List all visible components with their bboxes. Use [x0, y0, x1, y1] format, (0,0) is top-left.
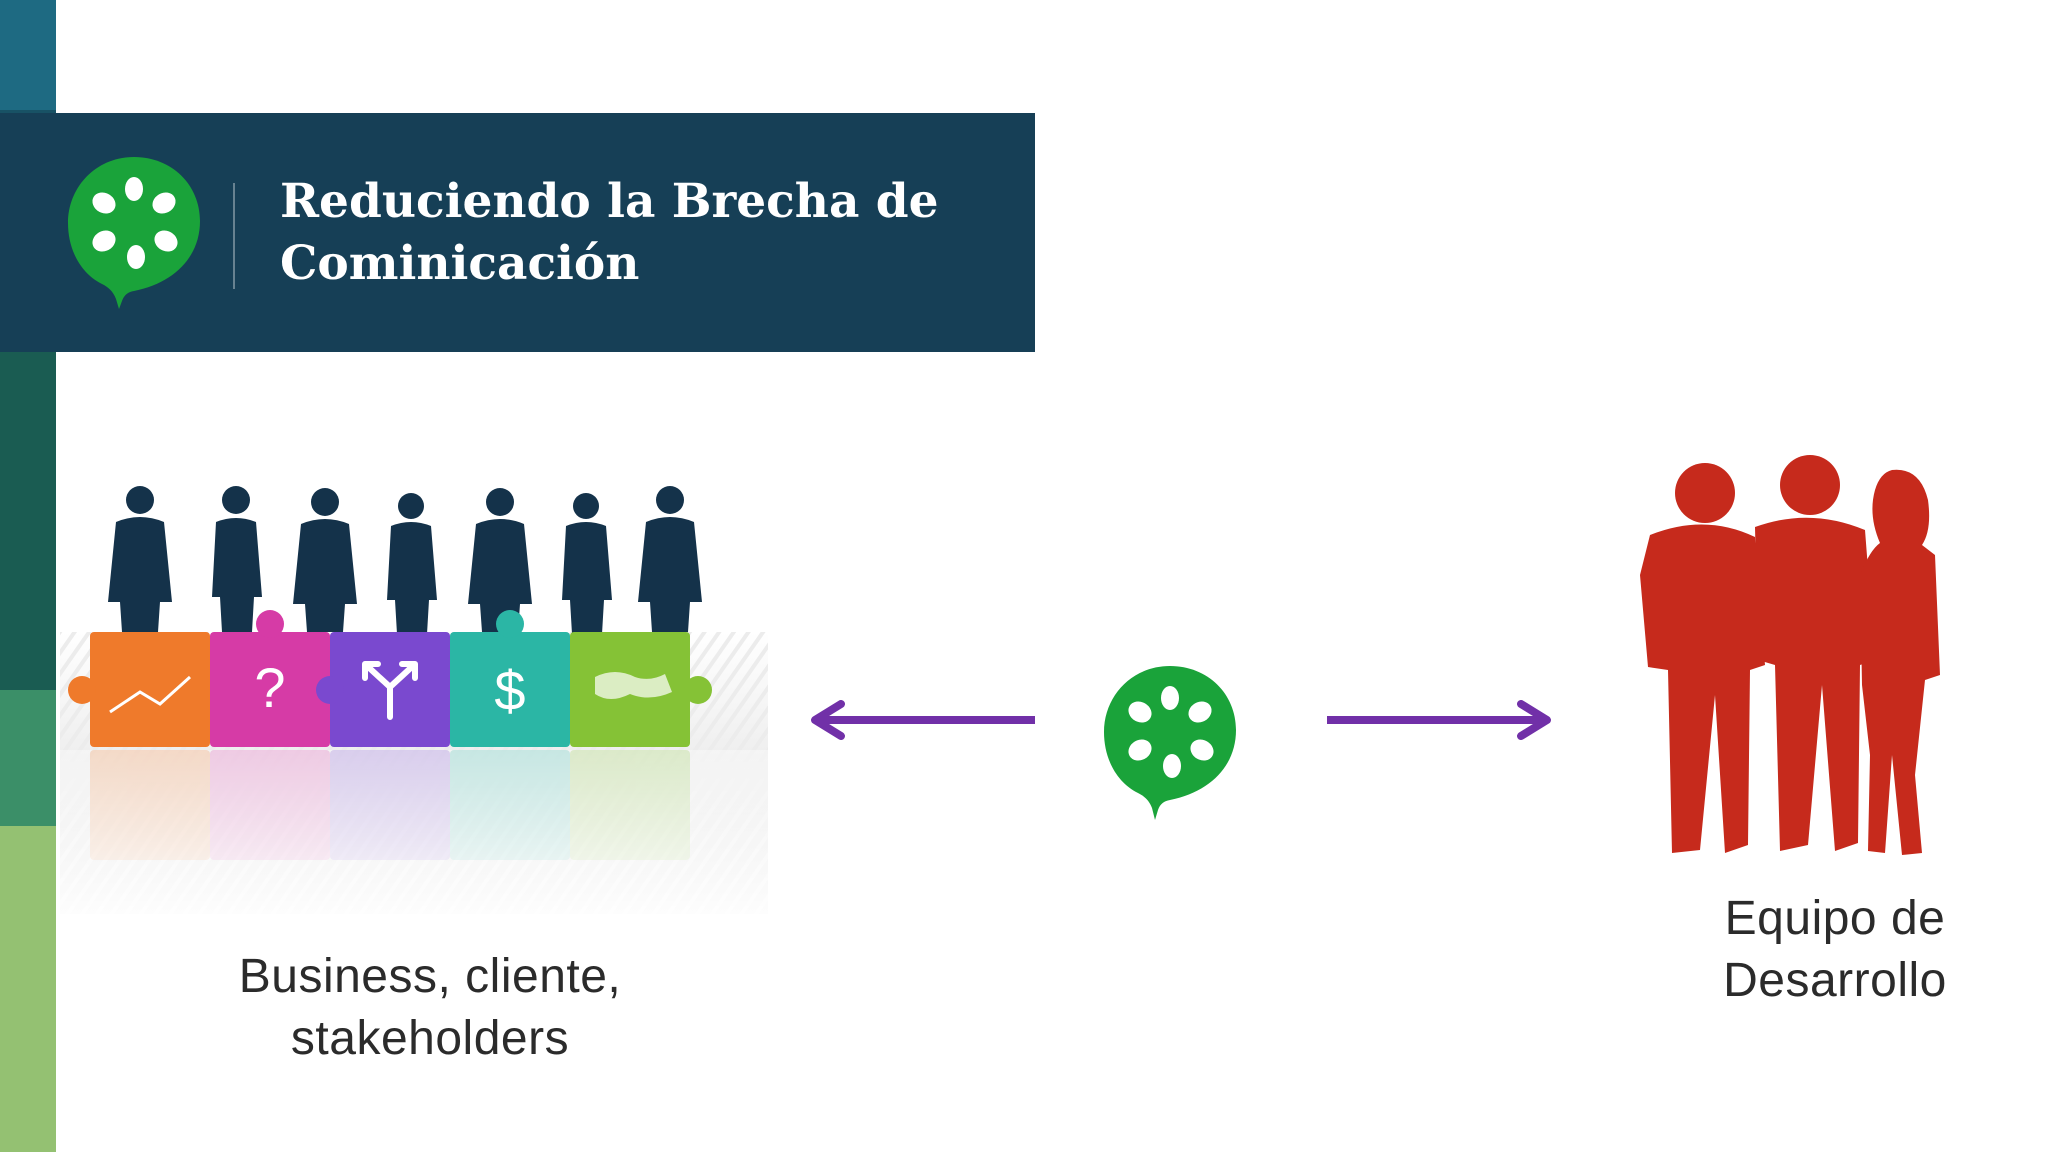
- center-cucumber-logo-icon: [1104, 666, 1236, 820]
- puzzle-piece-orange: [90, 632, 210, 747]
- puzzle-knob-purple: [316, 676, 344, 704]
- split-arrows-icon: [362, 661, 418, 720]
- puzzle-knob-teal: [496, 610, 524, 638]
- team-caption: Equipo de Desarrollo: [1640, 888, 2030, 1012]
- puzzle-dollar-symbol: $: [494, 659, 525, 722]
- puzzle-piece-teal: [450, 632, 570, 747]
- world-map-icon: [595, 672, 672, 699]
- puzzle-knob-magenta: [256, 610, 284, 638]
- arrow-left-icon: [811, 700, 1035, 740]
- side-stripe-lower: [0, 690, 56, 826]
- business-person-2: [212, 486, 262, 632]
- business-person-3: [293, 488, 357, 632]
- business-people-silhouettes: [108, 486, 702, 634]
- puzzle-pieces: ? $: [68, 610, 712, 747]
- business-caption: Business, cliente, stakeholders: [170, 946, 690, 1070]
- slide-title-line-1: Reduciendo la Brecha de: [280, 174, 939, 229]
- development-team-silhouettes: [1640, 455, 1940, 855]
- business-person-6: [562, 493, 612, 634]
- side-stripe-bottom: [0, 826, 56, 1152]
- slide-title-line-2: Cominicación: [280, 236, 640, 291]
- business-person-1: [108, 486, 172, 632]
- team-member-center: [1755, 455, 1875, 851]
- business-puzzle-illustration: ? $: [60, 486, 768, 914]
- business-person-5: [468, 488, 532, 632]
- side-stripe-middle: [0, 350, 56, 690]
- team-member-right: [1860, 469, 1940, 855]
- title-banner: Reduciendo la Brecha de Cominicación: [0, 113, 1035, 352]
- puzzle-knob-lime: [684, 676, 712, 704]
- business-person-4: [387, 493, 437, 634]
- arrow-right-icon: [1327, 700, 1551, 740]
- team-member-left: [1640, 463, 1765, 853]
- team-caption-line-2: Desarrollo: [1723, 954, 1947, 1007]
- business-caption-line-2: stakeholders: [290, 1012, 570, 1065]
- business-person-7: [638, 486, 702, 632]
- reflection-fade: [60, 750, 768, 914]
- side-stripe-top: [0, 0, 56, 110]
- puzzle-question-symbol: ?: [254, 656, 285, 719]
- business-caption-line-1: Business, cliente,: [238, 950, 622, 1003]
- chart-icon: [109, 675, 192, 714]
- slide-title: Reduciendo la Brecha de Cominicación: [280, 171, 980, 295]
- team-caption-line-1: Equipo de: [1724, 892, 1946, 945]
- banner-divider: [233, 183, 235, 289]
- puzzle-piece-magenta: [210, 632, 330, 747]
- cucumber-logo-icon: [68, 157, 200, 309]
- puzzle-knob-orange: [68, 676, 96, 704]
